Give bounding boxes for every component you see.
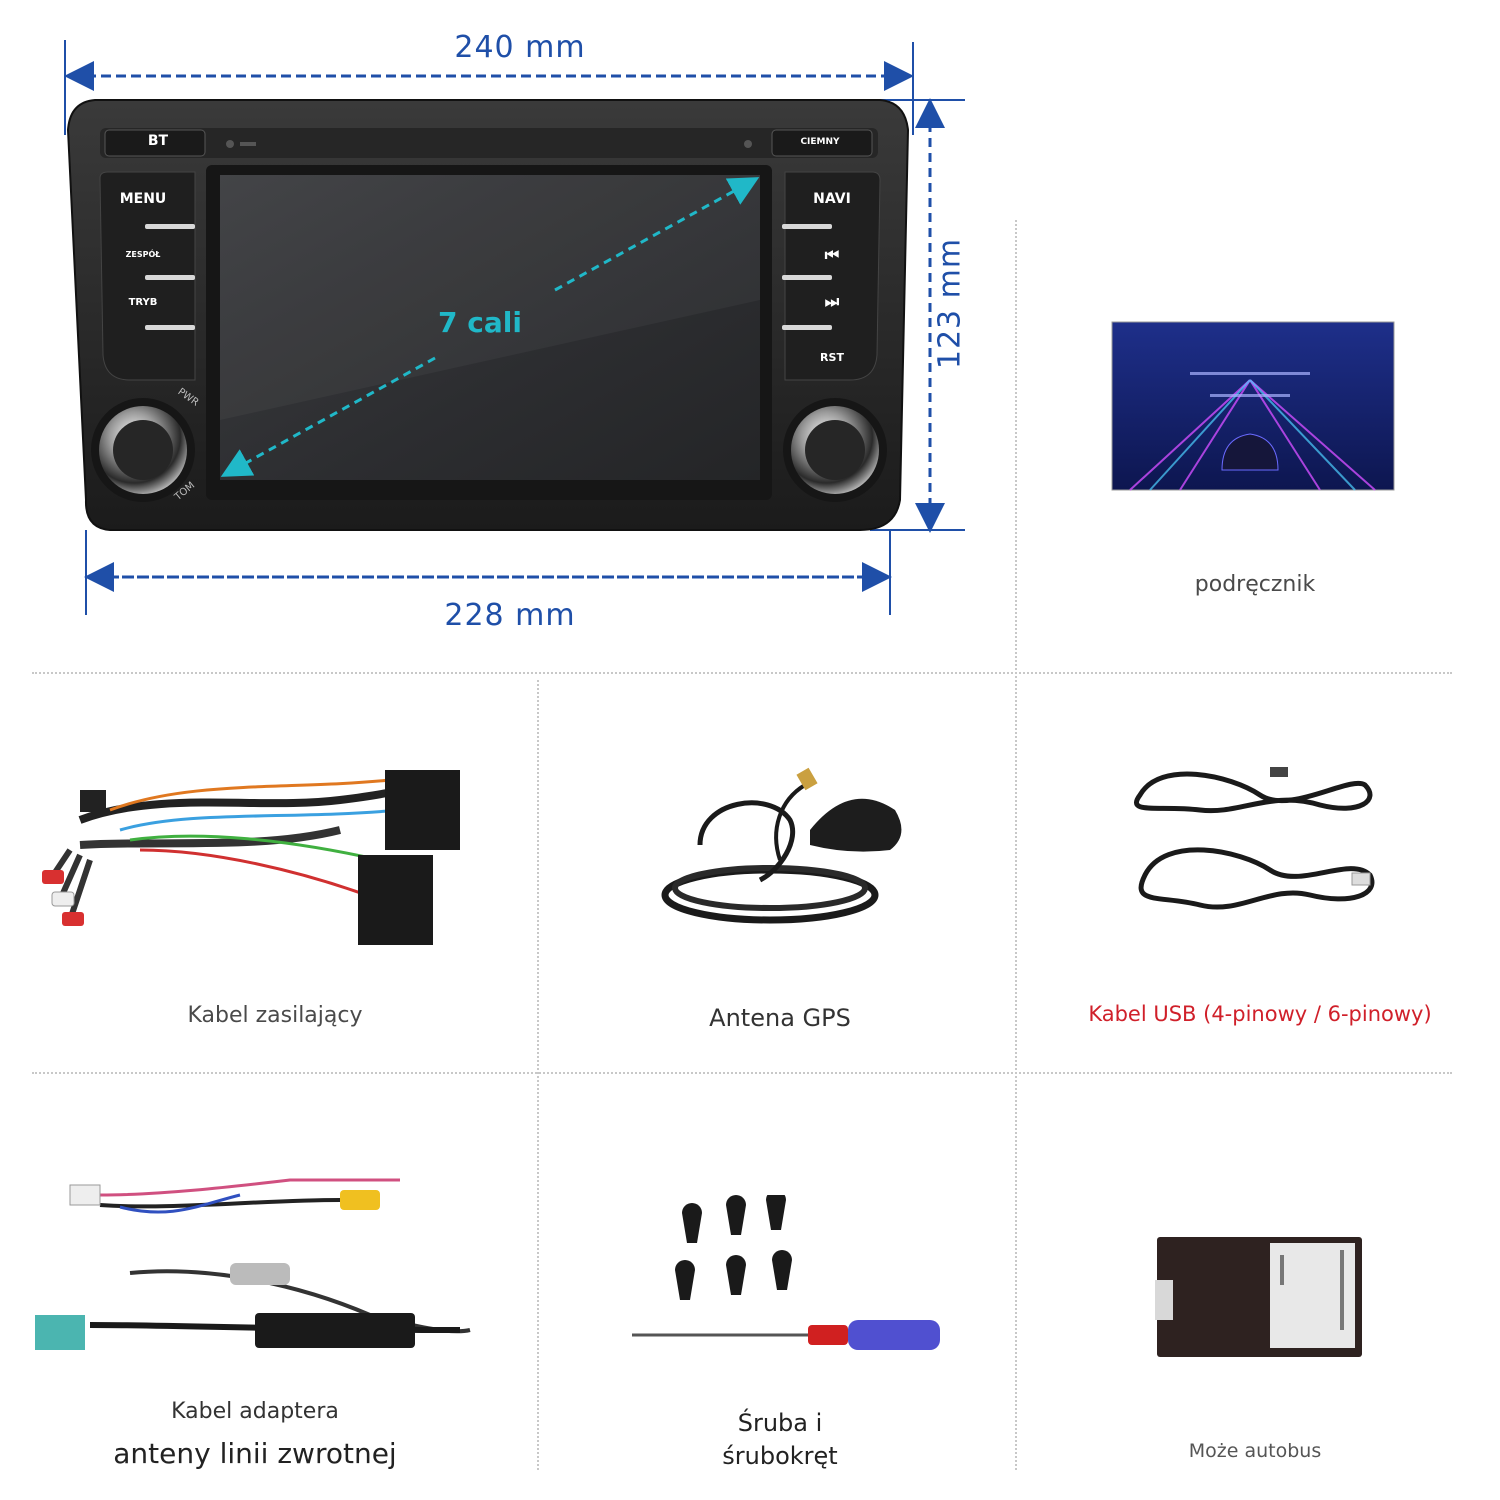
rst-button[interactable]: RST <box>820 351 844 364</box>
power-cable-caption: Kabel zasilający <box>187 1003 363 1028</box>
canbus-caption: Może autobus <box>1188 1440 1322 1462</box>
prev-track-icon[interactable]: ⏮ <box>824 245 840 264</box>
navi-button[interactable]: NAVI <box>813 191 851 207</box>
manual-image <box>1111 321 1395 491</box>
head-unit-diagram <box>64 40 965 615</box>
screw-caption-line1: Śruba i <box>737 1409 823 1437</box>
adapter-caption-line2: anteny linii zwrotnej <box>113 1437 397 1470</box>
usb-cable-image <box>1134 767 1375 910</box>
menu-button[interactable]: MENU <box>119 191 167 207</box>
gps-antenna-image <box>661 767 902 924</box>
adapter-caption-line1: Kabel adaptera <box>171 1399 339 1424</box>
screw-caption-line2: śrubokręt <box>722 1442 838 1470</box>
band-button[interactable]: ZESPÓŁ <box>125 250 161 259</box>
power-cable-image <box>42 770 460 945</box>
mode-button[interactable]: TRYB <box>128 297 158 308</box>
grid-divider-v1 <box>1015 220 1017 1470</box>
gps-antenna-caption: Antena GPS <box>709 1004 851 1032</box>
usb-cable-caption: Kabel USB (4-pinowy / 6-pinowy) <box>1088 1002 1432 1026</box>
screws-image <box>632 1195 940 1350</box>
bt-button[interactable]: BT <box>147 133 169 149</box>
adapter-cable-image <box>35 1178 471 1350</box>
height-label: 123 mm <box>932 237 968 370</box>
grid-divider-v2 <box>537 680 539 1470</box>
canbus-box-image <box>1155 1237 1362 1357</box>
next-track-icon[interactable]: ⏭ <box>824 292 840 311</box>
width-bottom-label: 228 mm <box>444 598 576 633</box>
width-top-label: 240 mm <box>454 30 586 65</box>
grid-divider-h1 <box>32 672 1452 674</box>
manual-caption: podręcznik <box>1194 572 1316 597</box>
mute-button[interactable]: CIEMNY <box>800 137 840 147</box>
screen-size-label: 7 cali <box>438 306 522 339</box>
grid-divider-h2 <box>32 1072 1452 1074</box>
